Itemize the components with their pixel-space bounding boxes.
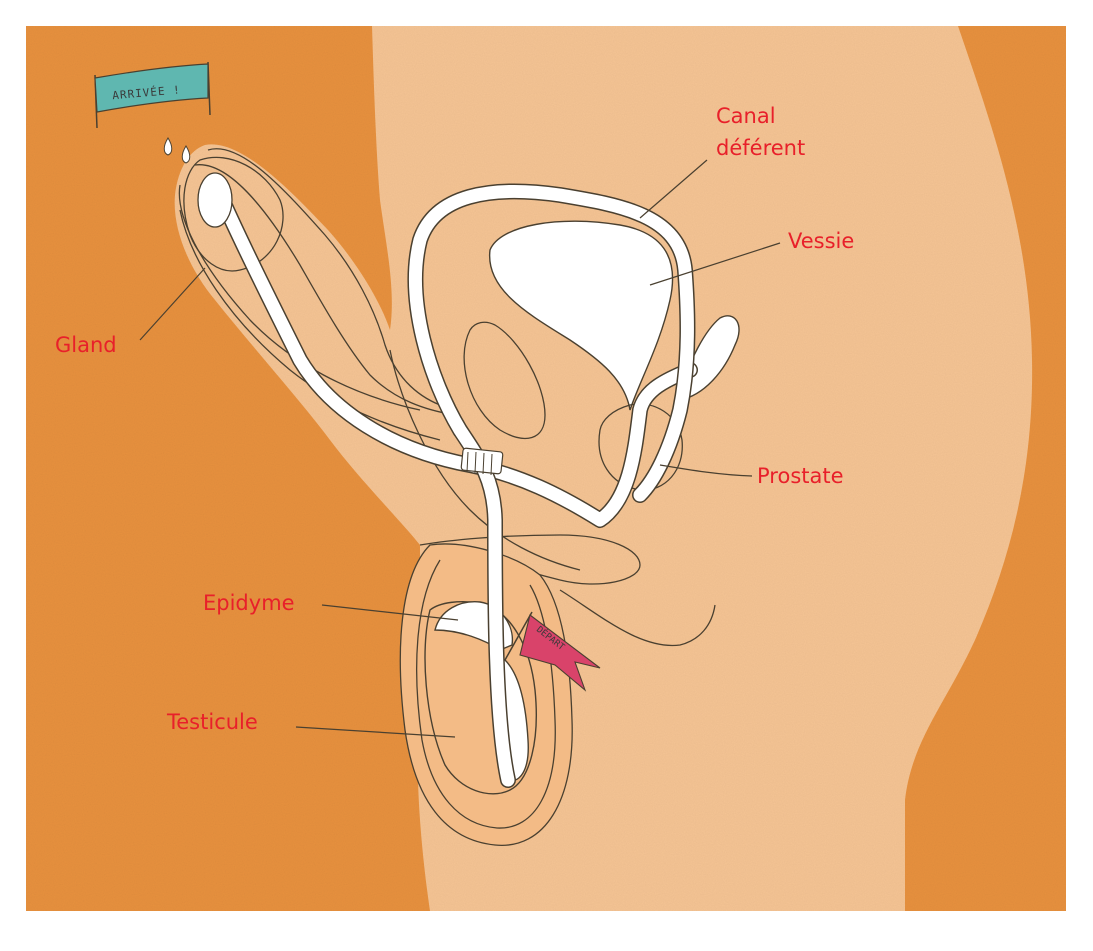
penis-shaft-outline bbox=[207, 148, 441, 406]
corpus-lower-outline bbox=[178, 184, 421, 411]
prostate-leader bbox=[659, 464, 753, 477]
duct-clamp bbox=[460, 447, 504, 476]
urethra-tip bbox=[197, 172, 233, 228]
inner-pelvis-outline bbox=[389, 349, 581, 571]
label-canal-deferent-line2: déférent bbox=[716, 136, 805, 160]
label-canal-deferent-line1: Canal bbox=[716, 104, 776, 128]
canal-leader bbox=[639, 159, 708, 219]
label-prostate: Prostate bbox=[757, 464, 844, 488]
body-silhouette bbox=[174, 26, 1033, 911]
label-testicule: Testicule bbox=[166, 710, 258, 734]
bladder bbox=[489, 220, 674, 411]
vas-deferens bbox=[409, 184, 694, 787]
banner-text: ARRIVÉE ! bbox=[112, 83, 181, 102]
penis-shaft-lower-outline bbox=[179, 209, 441, 441]
leader-lines bbox=[139, 159, 781, 738]
label-epidyme: Epidyme bbox=[203, 591, 295, 615]
testicule-leader bbox=[295, 726, 456, 738]
epidyme-leader bbox=[321, 604, 459, 621]
label-gland: Gland bbox=[55, 333, 117, 357]
droplet-icon bbox=[163, 137, 173, 156]
seminal-vesicle bbox=[679, 315, 740, 401]
perineum-outline bbox=[559, 589, 716, 647]
rectum-outline bbox=[463, 321, 546, 439]
duct-system bbox=[163, 137, 698, 788]
scrotum-inner-outline bbox=[416, 559, 556, 829]
prostate bbox=[598, 403, 683, 491]
arrival-banner: ARRIVÉE ! bbox=[94, 61, 211, 129]
vessie-leader bbox=[649, 242, 781, 286]
gland-leader bbox=[139, 267, 206, 341]
label-vessie: Vessie bbox=[788, 229, 854, 253]
droplet-icon bbox=[181, 145, 191, 164]
glans-outline bbox=[183, 156, 284, 272]
